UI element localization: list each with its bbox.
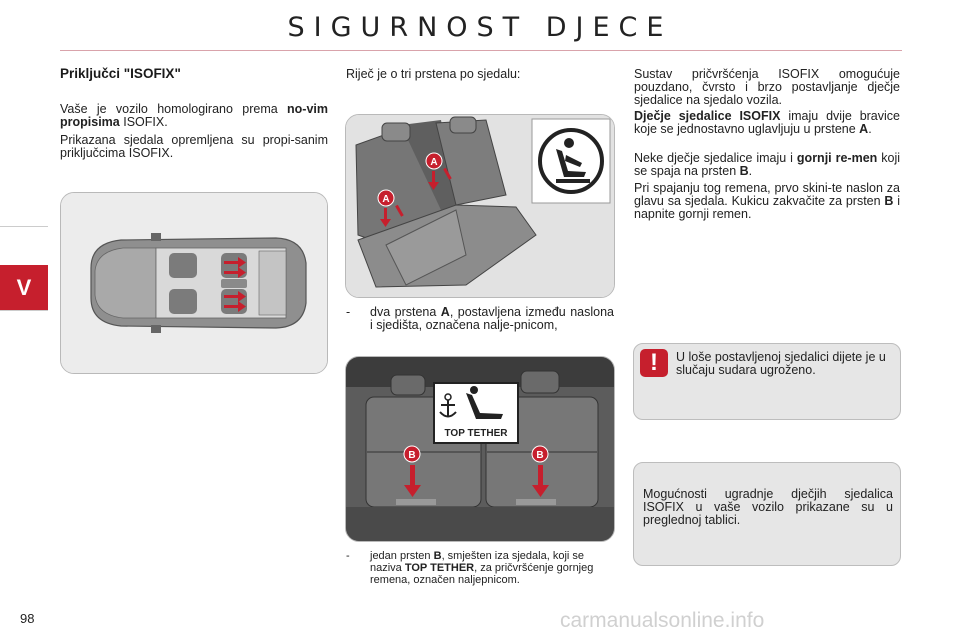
text-run: dva prstena (370, 305, 441, 319)
text-run: . (748, 164, 753, 178)
warning-text: U loše postavljenoj sjedalici dijete je … (676, 350, 886, 377)
text-run-bold: TOP TETHER (404, 562, 475, 574)
warning-note (633, 343, 901, 420)
label-b-1: B (408, 450, 415, 461)
text-run-bold: B (739, 164, 749, 178)
chapter-tab: V (0, 265, 48, 310)
header-divider (60, 50, 902, 51)
section-heading: Priključci "ISOFIX" (60, 66, 181, 81)
top-tether-label: TOP TETHER (445, 428, 509, 439)
text-run: Pri spajanju tog remena, prvo skini-te n… (634, 181, 900, 208)
text-run: Neke dječje sjedalice imaju i (634, 151, 797, 165)
text-run: . (868, 122, 872, 136)
info-note (633, 462, 901, 566)
rear-seat-illustration: A A (346, 115, 614, 297)
trunk-illustration: TOP TETHER B B (346, 357, 614, 541)
paragraph-system: Sustav pričvršćenja ISOFIX omogućuje pou… (634, 67, 900, 107)
text-run-bold: no-vim propisima (60, 102, 328, 129)
list-item-rings-a: dva prstena A, postavljena između naslon… (370, 306, 614, 332)
text-run: i napnite gornji remen. (634, 194, 901, 221)
text-run: koji se spaja na prsten (634, 151, 900, 178)
paragraph-isofix-seats: Dječje sjedalice ISOFIX imaju dvije brav… (634, 110, 900, 136)
text-run-bold: B (433, 550, 442, 562)
text-run: ISOFIX. (119, 115, 168, 129)
paragraph-homologation: Vaše je vozilo homologirano prema no-vim… (60, 103, 328, 129)
label-a-1: A (382, 194, 389, 205)
text-run: , za pričvršćenje gornjeg remena, označe… (370, 562, 594, 586)
paragraph-attach: Pri spajanju tog remena, prvo skini-te n… (634, 182, 900, 221)
text-run-bold: gornji re-men (796, 151, 878, 165)
side-tab-line-bottom (0, 310, 48, 311)
paragraph-seats: Prikazana sjedala opremljena su propi-sa… (60, 133, 328, 160)
text-run-bold: A (859, 122, 869, 136)
list-item-ring-b: jedan prsten B, smješten iza sjedala, ko… (370, 550, 616, 586)
text-run: jedan prsten (370, 550, 434, 562)
page-number: 98 (20, 611, 35, 626)
text-run-bold: B (884, 194, 894, 208)
text-run: imaju dvije bravice koje se jednostavno … (634, 109, 900, 136)
car-top-view-image (60, 192, 328, 374)
watermark: carmanualsonline.info (560, 609, 765, 632)
text-run: , postavljena između naslona i sjedišta,… (370, 305, 614, 332)
text-run: , smješten iza sjedala, koji se naziva (370, 550, 585, 574)
side-tab-line-top (0, 226, 48, 227)
label-b-2: B (536, 450, 543, 461)
text-run: Vaše je vozilo homologirano prema (60, 102, 288, 116)
label-a-2: A (430, 157, 437, 168)
text-run-bold: Dječje sjedalice ISOFIX (634, 109, 781, 123)
rings-intro: Riječ je o tri prstena po sjedalu: (346, 67, 521, 81)
rear-seat-isofix-image: A A (345, 114, 615, 298)
top-tether-image: TOP TETHER B B (345, 356, 615, 542)
isofix-child-seat-icon (538, 128, 604, 194)
info-text: Mogućnosti ugradnje dječjih sjedalica IS… (643, 487, 893, 527)
anchor-icon (439, 393, 457, 418)
list-dash-1: - (346, 305, 351, 319)
car-top-view-illustration (61, 193, 327, 373)
page-title: SIGURNOST DJECE (287, 12, 673, 43)
warning-exclamation-icon: ! (640, 349, 668, 377)
paragraph-top-strap: Neke dječje sjedalice imaju i gornji re-… (634, 152, 900, 178)
list-dash-2: - (346, 550, 350, 562)
text-run-bold: A (440, 305, 450, 319)
